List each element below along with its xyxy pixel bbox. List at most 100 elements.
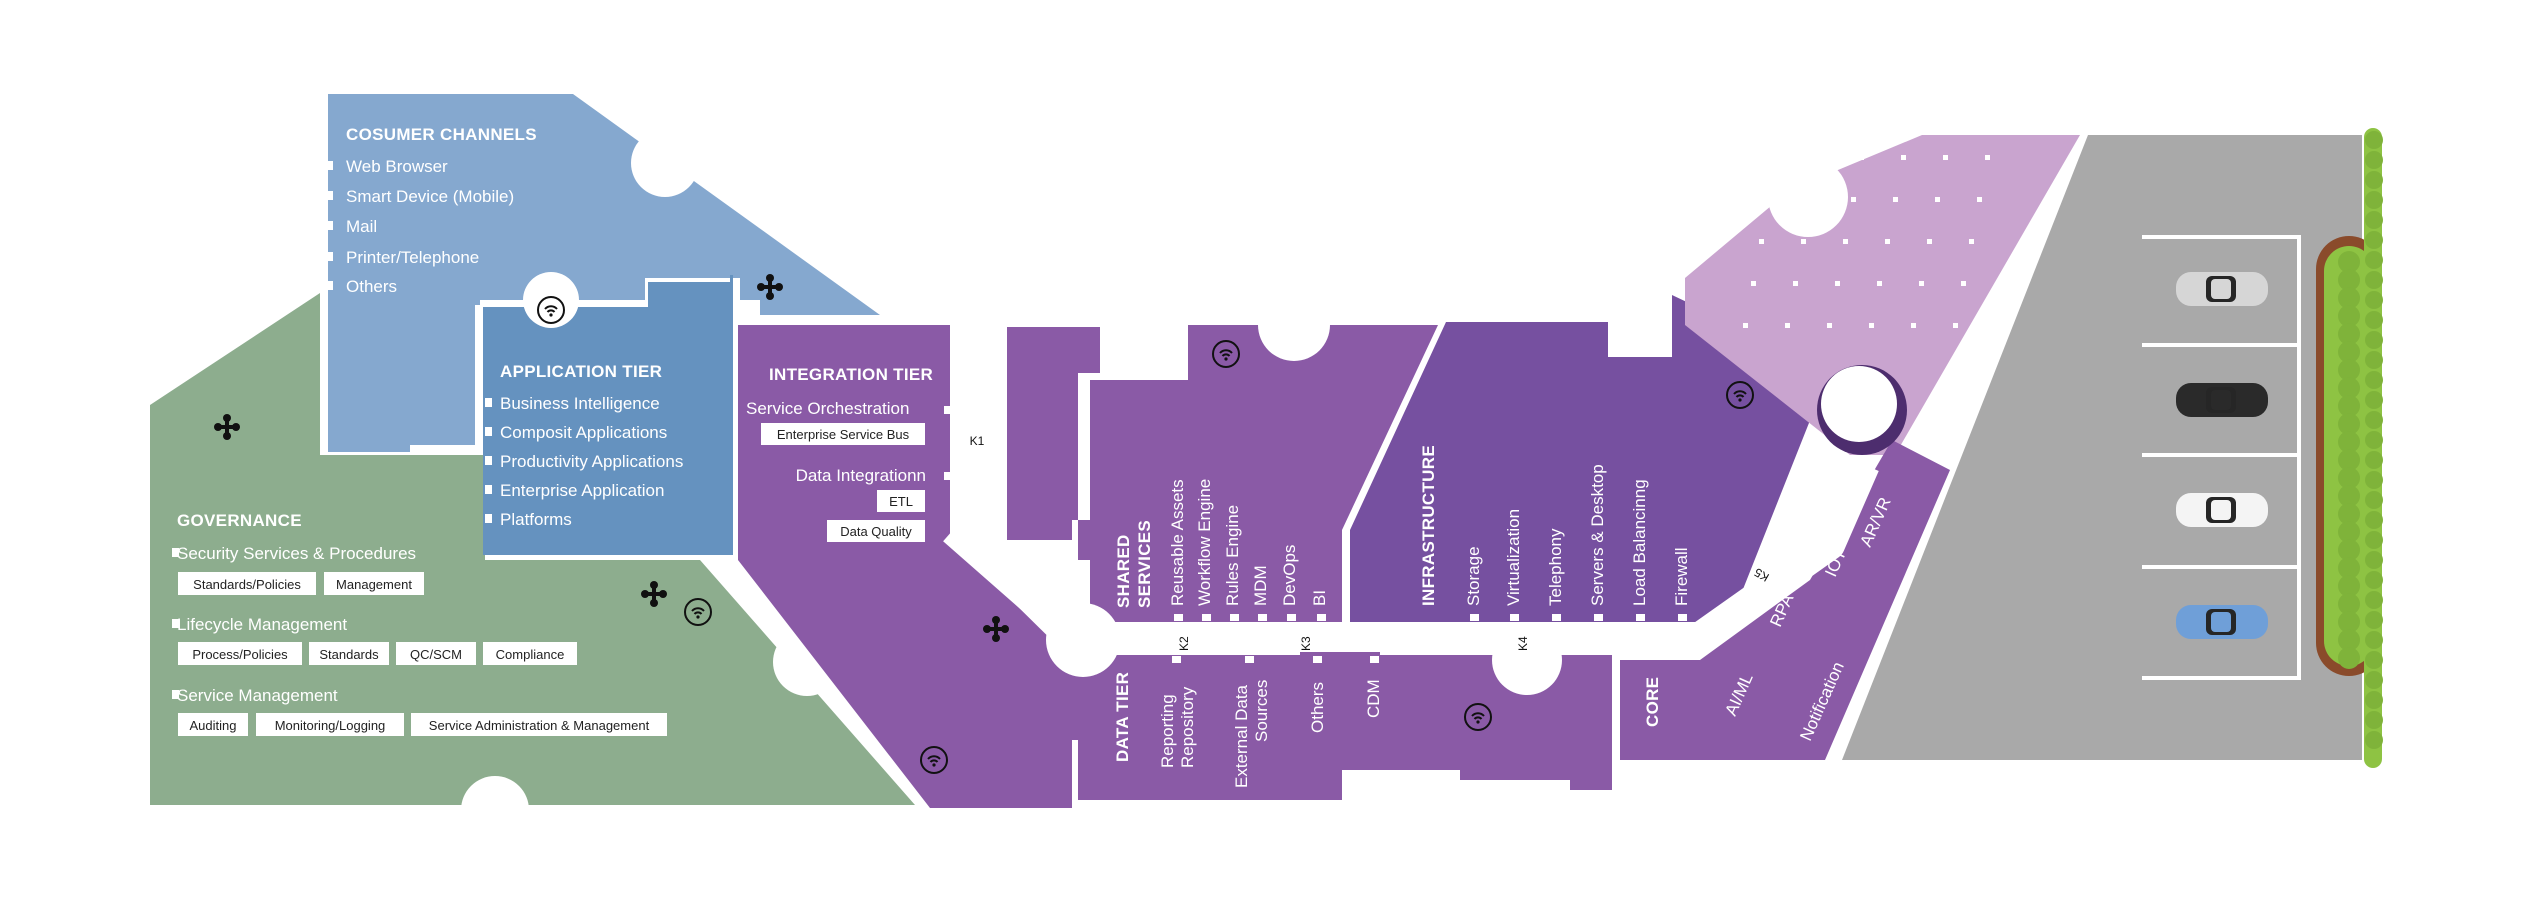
shared-services-zone bbox=[1078, 325, 1438, 622]
lilac-dot bbox=[1943, 155, 1948, 160]
lilac-dot bbox=[1785, 323, 1790, 328]
infra-item: Firewall bbox=[1672, 547, 1691, 606]
lilac-notch bbox=[1768, 157, 1848, 237]
infra-item: Virtualization bbox=[1504, 509, 1523, 606]
lilac-dot bbox=[1869, 323, 1874, 328]
corridor-hub bbox=[1046, 603, 1120, 677]
data-tier-title: DATA TIER bbox=[1113, 672, 1132, 762]
hedge-bush bbox=[2365, 611, 2383, 629]
data-tier-labels: DATA TIER Reporting Repository External … bbox=[1113, 656, 1383, 788]
hedge-bush bbox=[2365, 491, 2383, 509]
list-item: Platforms bbox=[500, 510, 572, 529]
hedge-bush bbox=[2365, 551, 2383, 569]
core-title: CORE bbox=[1643, 677, 1662, 727]
hedge-bush bbox=[2365, 631, 2383, 649]
lilac-dot bbox=[1793, 281, 1798, 286]
data-item: Reporting bbox=[1158, 694, 1177, 768]
corridor-hub bbox=[1492, 625, 1562, 695]
consumer-channels-title: COSUMER CHANNELS bbox=[346, 125, 537, 144]
box-label: Service Administration & Management bbox=[429, 718, 650, 733]
hedge-bush bbox=[2338, 413, 2360, 435]
data-tier-zone bbox=[1020, 627, 1612, 800]
esb-box bbox=[761, 423, 925, 445]
hedge-bush bbox=[2338, 485, 2360, 507]
lilac-dot bbox=[1893, 197, 1898, 202]
lilac-dot bbox=[1911, 323, 1916, 328]
box-label: QC/SCM bbox=[410, 647, 462, 662]
hedge-bush bbox=[2338, 629, 2360, 651]
box-label: Standards/Policies bbox=[193, 577, 301, 592]
hedge-bush bbox=[2338, 431, 2360, 453]
shared-services-title: SERVICES bbox=[1135, 520, 1154, 608]
hedge-bush bbox=[2365, 191, 2383, 209]
security-boxes: Standards/Policies Management bbox=[178, 572, 424, 595]
esb-box-label: Enterprise Service Bus bbox=[777, 427, 910, 442]
lilac-dot bbox=[1775, 155, 1780, 160]
hedge-bush bbox=[2338, 557, 2360, 579]
hedge-dots bbox=[2338, 131, 2383, 749]
hedge-bush bbox=[2365, 511, 2383, 529]
hedge-bush bbox=[2338, 305, 2360, 327]
hedge-bush bbox=[2365, 331, 2383, 349]
lilac-dot bbox=[1927, 239, 1932, 244]
lilac-dot bbox=[1985, 155, 1990, 160]
parking-lines bbox=[2142, 235, 2301, 680]
infra-item: Load Balancinng bbox=[1630, 479, 1649, 606]
marker-k4: K4 bbox=[1516, 636, 1530, 651]
hedge-bush bbox=[2365, 231, 2383, 249]
list-item: Printer/Telephone bbox=[346, 248, 479, 267]
integration-tier-title: INTEGRATION TIER bbox=[769, 365, 933, 384]
integration-tier-zone bbox=[738, 325, 1072, 808]
infrastructure-zone bbox=[1350, 295, 1830, 622]
data-item: Sources bbox=[1252, 680, 1271, 742]
hedge-bush bbox=[2365, 131, 2383, 149]
infrastructure-title: INFRASTRUCTURE bbox=[1419, 445, 1438, 606]
shared-item: MDM bbox=[1251, 565, 1270, 606]
lilac-dot bbox=[1817, 155, 1822, 160]
lilac-dot bbox=[1827, 323, 1832, 328]
hedge-bush bbox=[2338, 341, 2360, 363]
box-label: Management bbox=[336, 577, 412, 592]
lilac-dot bbox=[1935, 197, 1940, 202]
hedge-bush bbox=[2365, 691, 2383, 709]
shared-services-left-zone bbox=[1007, 327, 1100, 540]
hedge-bush bbox=[2338, 449, 2360, 471]
hedge-bush bbox=[2365, 151, 2383, 169]
lilac-dot bbox=[1767, 197, 1772, 202]
service-management-label: Service Management bbox=[177, 686, 338, 705]
hedge-bush bbox=[2338, 575, 2360, 597]
hedge-bush bbox=[2338, 251, 2360, 273]
governance-notch bbox=[461, 776, 529, 844]
marker-k1: K1 bbox=[970, 434, 985, 448]
car-gray bbox=[2176, 272, 2268, 306]
hedge-bush bbox=[2338, 395, 2360, 417]
etl-box bbox=[877, 490, 925, 512]
hedge-bush bbox=[2365, 711, 2383, 729]
governance-zone bbox=[150, 293, 915, 805]
lilac-dot bbox=[1901, 155, 1906, 160]
data-item: CDM bbox=[1364, 679, 1383, 718]
corridor-hub bbox=[1821, 366, 1897, 442]
hedge-bush bbox=[2365, 651, 2383, 669]
hedge-bush bbox=[2365, 591, 2383, 609]
hedge-bush bbox=[2365, 271, 2383, 289]
shared-item: DevOps bbox=[1280, 545, 1299, 606]
hedge-bush bbox=[2338, 287, 2360, 309]
application-tier-list: Business Intelligence Composit Applicati… bbox=[485, 394, 683, 529]
data-integration-label: Data Integrationn bbox=[796, 466, 926, 485]
hedge-bush bbox=[2365, 211, 2383, 229]
application-tier-zone bbox=[483, 275, 733, 555]
hedge-bush bbox=[2365, 251, 2383, 269]
lilac-dot bbox=[1859, 155, 1864, 160]
lilac-dot bbox=[1885, 239, 1890, 244]
hedge-bush bbox=[2338, 521, 2360, 543]
hedge-bush bbox=[2338, 539, 2360, 561]
hedge-bush bbox=[2338, 593, 2360, 615]
hedge-bush bbox=[2338, 323, 2360, 345]
lilac-dot bbox=[1961, 281, 1966, 286]
lilac-dot bbox=[1751, 281, 1756, 286]
hedge-bush bbox=[2365, 451, 2383, 469]
hedge-bush bbox=[2365, 291, 2383, 309]
box-label: Compliance bbox=[496, 647, 565, 662]
